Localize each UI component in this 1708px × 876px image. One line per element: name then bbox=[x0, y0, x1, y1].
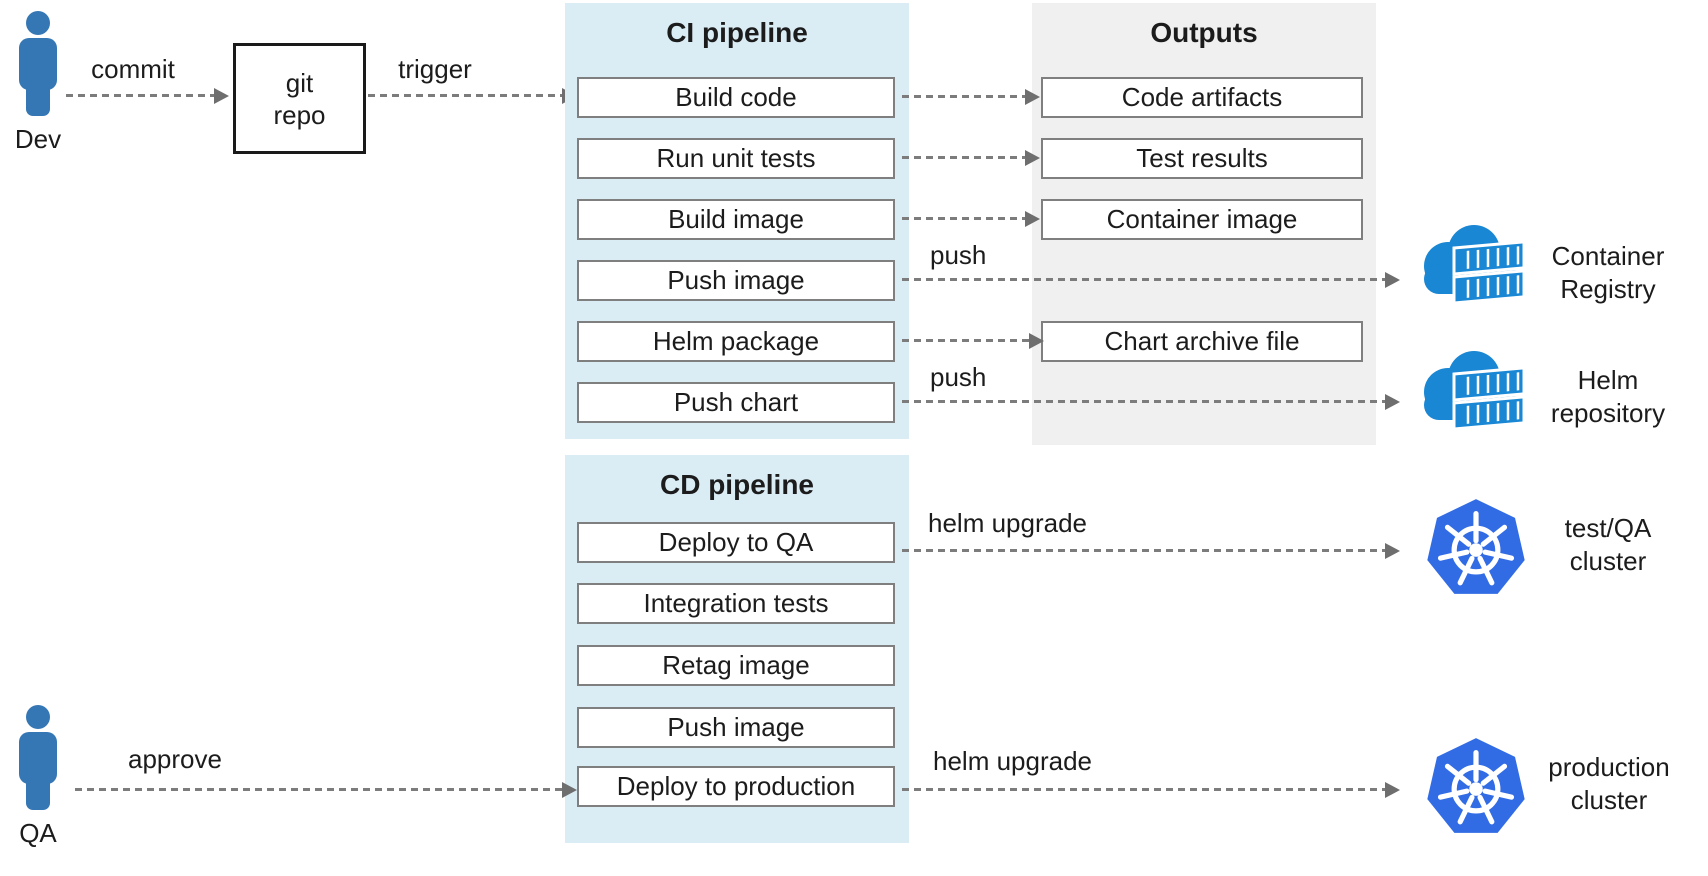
commit-arrow bbox=[66, 88, 229, 104]
approve-edge-label: approve bbox=[128, 744, 222, 774]
production-cluster-label: production cluster bbox=[1524, 751, 1694, 817]
ci-step-build-image: Build image bbox=[577, 199, 895, 240]
ci-step-push-image: Push image bbox=[577, 260, 895, 301]
dashed-line bbox=[75, 788, 564, 791]
dashed-line bbox=[902, 549, 1387, 552]
output-test-results: Test results bbox=[1041, 138, 1363, 179]
push-chart-arrow bbox=[902, 394, 1400, 410]
helm-repository-icon bbox=[1424, 351, 1526, 431]
arrowhead-icon bbox=[1385, 543, 1400, 559]
cd-step-deploy-to-production: Deploy to production bbox=[577, 766, 895, 807]
arrowhead-icon bbox=[562, 782, 577, 798]
container-registry-label-line2: Registry bbox=[1560, 274, 1656, 304]
helm-upgrade-qa-edge-label: helm upgrade bbox=[928, 508, 1087, 538]
production-cluster-label-line2: cluster bbox=[1570, 785, 1648, 815]
outputs-panel: Outputs Code artifacts Test results Cont… bbox=[1032, 3, 1376, 445]
ci-step-push-chart: Push chart bbox=[577, 382, 895, 423]
dev-label: Dev bbox=[14, 124, 62, 154]
helm-upgrade-prod-arrow bbox=[902, 782, 1400, 798]
helm-upgrade-qa-arrow bbox=[902, 543, 1400, 559]
build-image-to-container-image-arrow bbox=[902, 211, 1040, 227]
helm-upgrade-prod-edge-label: helm upgrade bbox=[933, 746, 1092, 776]
container-registry-label-line1: Container bbox=[1551, 241, 1665, 271]
trigger-edge-label: trigger bbox=[398, 54, 472, 84]
cd-step-deploy-to-qa: Deploy to QA bbox=[577, 522, 895, 563]
commit-edge-label: commit bbox=[91, 54, 175, 84]
arrowhead-icon bbox=[1025, 89, 1040, 105]
container-registry-icon bbox=[1424, 225, 1526, 305]
dashed-line bbox=[902, 788, 1387, 791]
arrowhead-icon bbox=[1025, 150, 1040, 166]
arrowhead-icon bbox=[214, 88, 229, 104]
push-image-arrow bbox=[902, 272, 1400, 288]
git-repo-box: git repo bbox=[233, 43, 366, 154]
dashed-line bbox=[902, 217, 1027, 220]
git-repo-line1: git bbox=[285, 67, 314, 98]
ci-step-helm-package: Helm package bbox=[577, 321, 895, 362]
cd-step-retag-image: Retag image bbox=[577, 645, 895, 686]
ci-pipeline-title: CI pipeline bbox=[666, 17, 808, 48]
dashed-line bbox=[902, 95, 1027, 98]
production-cluster-label-line1: production bbox=[1548, 752, 1670, 782]
container-registry-label: Container Registry bbox=[1528, 240, 1688, 306]
kubernetes-production-icon bbox=[1427, 738, 1525, 833]
trigger-arrow bbox=[368, 88, 577, 104]
arrowhead-icon bbox=[1025, 211, 1040, 227]
ci-pipeline-panel: CI pipeline Build code Run unit tests Bu… bbox=[565, 3, 909, 439]
qa-label: QA bbox=[19, 818, 57, 848]
arrowhead-icon bbox=[1385, 394, 1400, 410]
outputs-title: Outputs bbox=[1150, 17, 1258, 48]
output-container-image: Container image bbox=[1041, 199, 1363, 240]
qa-person-icon bbox=[19, 705, 57, 810]
output-code-artifacts: Code artifacts bbox=[1041, 77, 1363, 118]
unit-tests-to-results-arrow bbox=[902, 150, 1040, 166]
approve-arrow bbox=[75, 782, 577, 798]
testqa-cluster-label: test/QA cluster bbox=[1528, 512, 1688, 578]
dashed-line bbox=[902, 400, 1387, 403]
push-chart-edge-label: push bbox=[930, 362, 987, 392]
arrowhead-icon bbox=[1385, 782, 1400, 798]
cd-step-integration-tests: Integration tests bbox=[577, 583, 895, 624]
arrowhead-icon bbox=[1385, 272, 1400, 288]
dashed-line bbox=[66, 94, 216, 97]
dashed-line bbox=[902, 339, 1031, 342]
git-repo-line2: repo bbox=[273, 99, 326, 130]
testqa-cluster-label-line1: test/QA bbox=[1564, 513, 1652, 543]
helm-repository-label-line1: Helm bbox=[1577, 365, 1639, 395]
output-chart-archive-file: Chart archive file bbox=[1041, 321, 1363, 362]
dashed-line bbox=[368, 94, 564, 97]
dashed-line bbox=[902, 278, 1387, 281]
arrowhead-icon bbox=[1029, 333, 1044, 349]
cd-step-push-image: Push image bbox=[577, 707, 895, 748]
ci-step-build-code: Build code bbox=[577, 77, 895, 118]
kubernetes-testqa-icon bbox=[1427, 499, 1525, 594]
dashed-line bbox=[902, 156, 1027, 159]
helm-repository-label: Helm repository bbox=[1528, 364, 1688, 430]
ci-step-run-unit-tests: Run unit tests bbox=[577, 138, 895, 179]
testqa-cluster-label-line2: cluster bbox=[1569, 546, 1647, 576]
build-code-to-artifacts-arrow bbox=[902, 89, 1040, 105]
dev-person-icon bbox=[19, 11, 57, 116]
cd-pipeline-title: CD pipeline bbox=[659, 469, 814, 500]
push-image-edge-label: push bbox=[930, 240, 987, 270]
helm-repository-label-line2: repository bbox=[1550, 398, 1666, 428]
cd-pipeline-panel: CD pipeline Deploy to QA Integration tes… bbox=[565, 455, 909, 843]
helm-package-to-chart-archive-arrow bbox=[902, 333, 1044, 349]
